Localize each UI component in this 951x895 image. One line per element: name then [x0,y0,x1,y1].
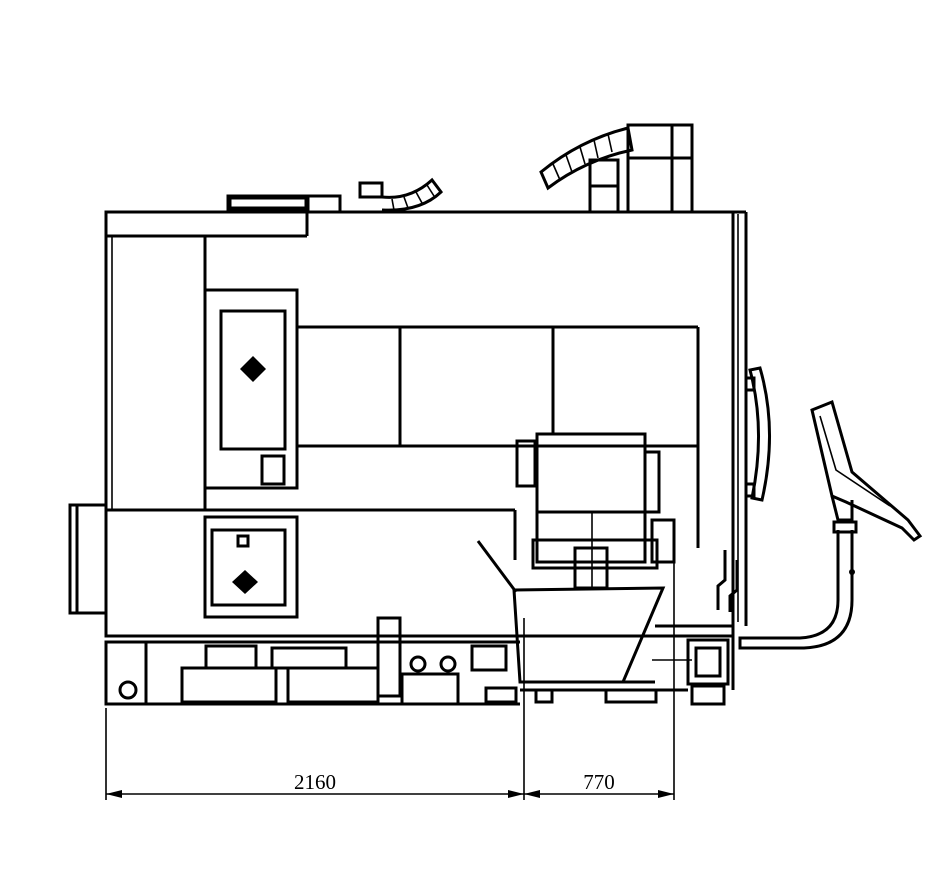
chip-hopper [476,540,666,684]
machine-enclosure [104,210,748,638]
diamond-marker-icon [232,570,258,594]
control-panel [738,399,923,650]
lower-access-door [203,515,299,619]
top-cable-chain-right [539,123,694,214]
dimension-label-left: 2160 [294,770,336,794]
top-cable-chain-left [226,177,444,212]
side-electrical-box [68,503,108,615]
dimension-lines: 2160 770 [105,560,675,800]
viewing-window-panels [297,325,700,560]
dimension-label-right: 770 [583,770,615,794]
door-handle [744,366,771,502]
upper-access-door [203,288,299,490]
machine-base [104,616,735,706]
diamond-marker-icon [240,356,266,382]
spindle-head [515,432,676,590]
